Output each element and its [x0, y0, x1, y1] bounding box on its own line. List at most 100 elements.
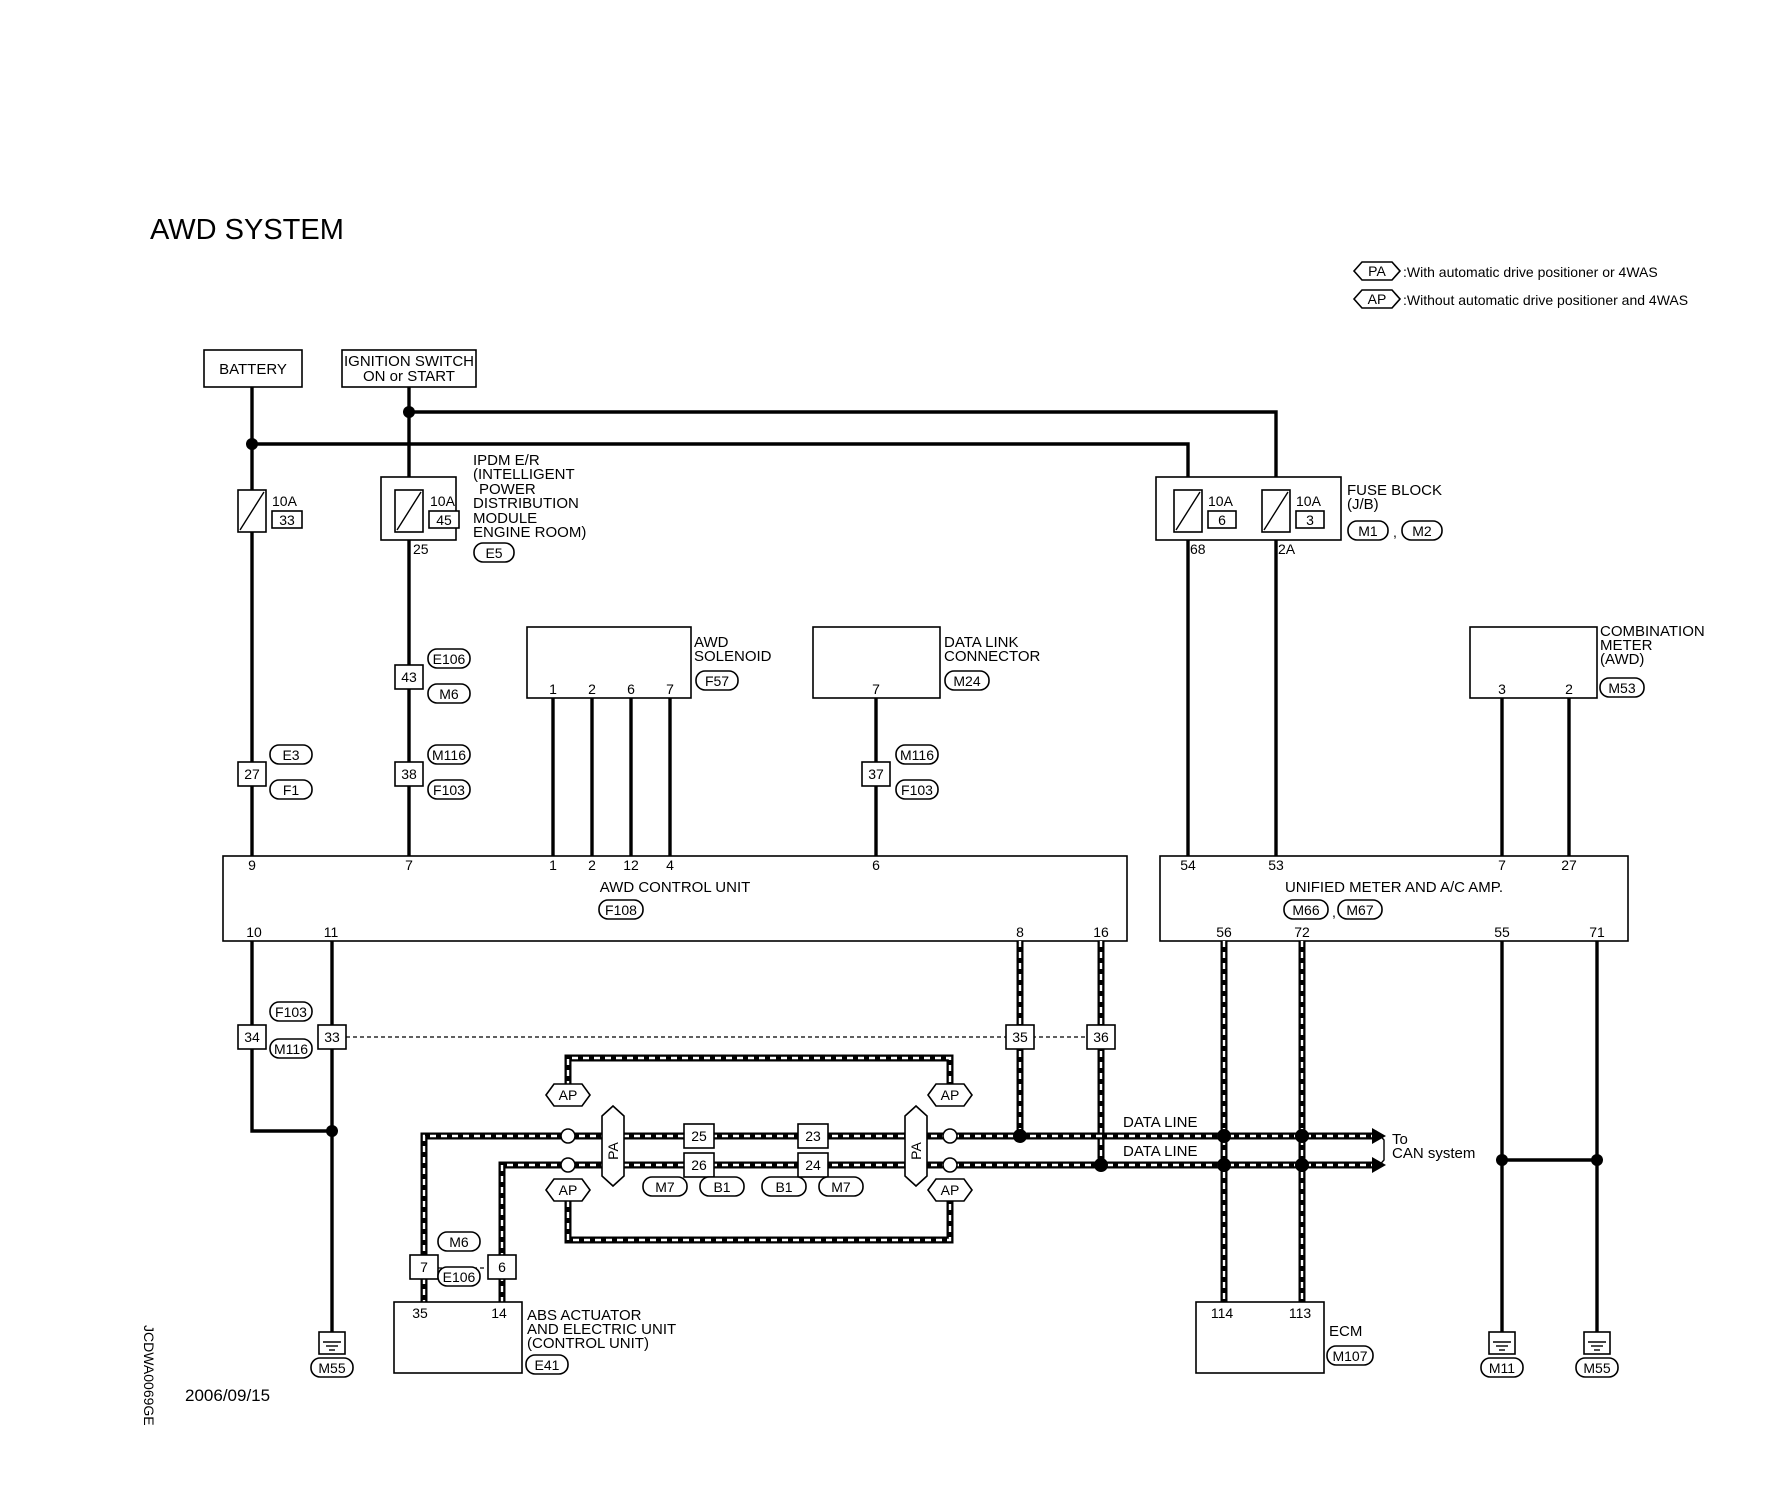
svg-text:35: 35 [1012, 1029, 1028, 1045]
svg-text:7: 7 [1498, 857, 1506, 873]
data-link-connector: M24 [953, 673, 980, 689]
svg-text:26: 26 [691, 1157, 707, 1173]
awd-control-unit-top-pins: 9 7 1 2 12 4 6 [248, 857, 880, 873]
svg-text:38: 38 [401, 766, 417, 782]
unified-meter-connector-m67-oval [1337, 899, 1383, 920]
data-link-pin: 7 [872, 681, 880, 697]
awd-control-unit-bottom-pins: 10 11 8 16 [246, 924, 1109, 940]
ipdm-connector-oval [473, 542, 515, 563]
lower-joint-connectors: F103 M116 M6 E106 M7 B1 B1 M7 [269, 1001, 864, 1287]
svg-text:34: 34 [244, 1029, 260, 1045]
combination-meter-pin-2: 2 [1565, 681, 1573, 697]
svg-text:M116: M116 [900, 747, 934, 763]
battery-fuse-num: 33 [279, 512, 295, 528]
abs-label-1: ABS ACTUATOR [527, 1307, 642, 1324]
svg-text:ENGINE ROOM): ENGINE ROOM) [473, 524, 586, 541]
svg-text:16: 16 [1093, 924, 1109, 940]
svg-text:6: 6 [627, 681, 635, 697]
awd-solenoid-label-1: AWD [694, 634, 729, 651]
awd-solenoid-pins: 1 2 6 7 [549, 681, 674, 697]
unified-meter-connector-m66-oval [1283, 899, 1329, 920]
ground-m55-left: M55 [310, 1331, 354, 1378]
abs-pin-14: 14 [491, 1305, 507, 1321]
svg-text:(INTELLIGENT: (INTELLIGENT [473, 466, 575, 483]
abs-label-2: AND ELECTRIC UNIT [527, 1321, 676, 1338]
unified-meter-bottom-pins: 56 72 55 71 [1216, 924, 1605, 940]
fuse-block-label-1: FUSE BLOCK [1347, 482, 1442, 499]
battery-fuse-rating: 10A [272, 493, 298, 509]
fb-fuse-a-num-box [1207, 510, 1237, 529]
lower-junction-pins: 34 33 35 36 7 6 25 26 23 24 [237, 1024, 1116, 1280]
awd-solenoid-connector: F57 [705, 673, 729, 689]
awd-control-unit-connector-oval [598, 899, 644, 920]
svg-text:1: 1 [549, 681, 557, 697]
battery-box [203, 349, 303, 388]
battery-label: BATTERY [219, 361, 287, 378]
unified-meter-label: UNIFIED METER AND A/C AMP. [1285, 879, 1503, 896]
awd-solenoid-box [526, 626, 692, 699]
fuse-block-pin-68: 68 [1190, 541, 1206, 557]
abs-actuator-box [393, 1301, 523, 1374]
combination-meter-pin-3: 3 [1498, 681, 1506, 697]
awd-solenoid-label-2: SOLENOID [694, 648, 772, 665]
fuse-block-label-2: (J/B) [1347, 496, 1379, 513]
unified-meter-connector-m67: M67 [1346, 902, 1373, 918]
pa-tags: PA PA [601, 1104, 928, 1188]
footer-date: 2006/09/15 [185, 1386, 270, 1405]
svg-text:7: 7 [405, 857, 413, 873]
legend-pa-text: :With automatic drive positioner or 4WAS [1403, 264, 1658, 280]
combination-meter-label-2: METER [1600, 637, 1653, 654]
svg-text:F103: F103 [275, 1004, 307, 1020]
svg-text:6: 6 [872, 857, 880, 873]
fuse-block-connector-m1-oval [1347, 520, 1389, 541]
svg-text:DISTRIBUTION: DISTRIBUTION [473, 495, 579, 512]
legend-ap-tag [1352, 289, 1402, 309]
svg-text:10: 10 [246, 924, 262, 940]
fuse-block-connector-m2-oval [1401, 520, 1443, 541]
can-brace [1375, 1130, 1385, 1170]
fuse-block-comma: , [1393, 524, 1397, 540]
data-link-label-1: DATA LINK [944, 634, 1018, 651]
fuse-block-connector-m1: M1 [1358, 523, 1378, 539]
legend-ap-text: :Without automatic drive positioner and … [1403, 292, 1688, 308]
combination-meter-label-1: COMBINATION [1600, 623, 1705, 640]
svg-text:M116: M116 [432, 747, 466, 763]
svg-text:54: 54 [1180, 857, 1196, 873]
svg-text:E106: E106 [443, 1269, 476, 1285]
svg-text:MODULE: MODULE [473, 510, 537, 527]
svg-text:72: 72 [1294, 924, 1310, 940]
svg-text:24: 24 [805, 1157, 821, 1173]
data-link-connector-oval [944, 670, 990, 691]
data-line-label-1: DATA LINE [1123, 1114, 1197, 1131]
svg-text:11: 11 [324, 924, 339, 940]
fb-fuse-b-rating: 10A [1296, 493, 1322, 509]
upper-junction-pins: 27 43 38 37 [237, 664, 891, 787]
battery-fuse-num-box [271, 510, 303, 529]
svg-text:M116: M116 [274, 1041, 308, 1057]
unified-meter-top-pins: 54 53 7 27 [1180, 857, 1577, 873]
svg-text:53: 53 [1268, 857, 1284, 873]
fuse-block-connector-m2: M2 [1412, 523, 1432, 539]
ignition-label-1: IGNITION SWITCH [344, 353, 474, 370]
ecm-box [1195, 1301, 1325, 1374]
unified-meter-comma: , [1332, 904, 1336, 920]
ecm-pin-113: 113 [1289, 1305, 1312, 1321]
fuse-block-pin-2a: 2A [1278, 541, 1296, 557]
abs-pin-35: 35 [412, 1305, 428, 1321]
unified-meter-box [1159, 855, 1629, 942]
svg-text:B1: B1 [775, 1179, 792, 1195]
svg-text:IPDM E/R: IPDM E/R [473, 452, 540, 469]
fb-fuse-b-num: 3 [1306, 512, 1314, 528]
legend-pa-tag [1352, 261, 1402, 281]
svg-text:F1: F1 [283, 782, 300, 798]
data-link-box [812, 626, 941, 699]
svg-text:12: 12 [623, 857, 639, 873]
fb-fuse-b-num-box [1295, 510, 1325, 529]
svg-text:55: 55 [1494, 924, 1510, 940]
svg-text:56: 56 [1216, 924, 1232, 940]
ecm-connector-oval [1326, 1345, 1374, 1366]
svg-text:7: 7 [420, 1259, 428, 1275]
ground-m11: M11 [1480, 1331, 1524, 1378]
ipdm-pin: 25 [413, 541, 429, 557]
